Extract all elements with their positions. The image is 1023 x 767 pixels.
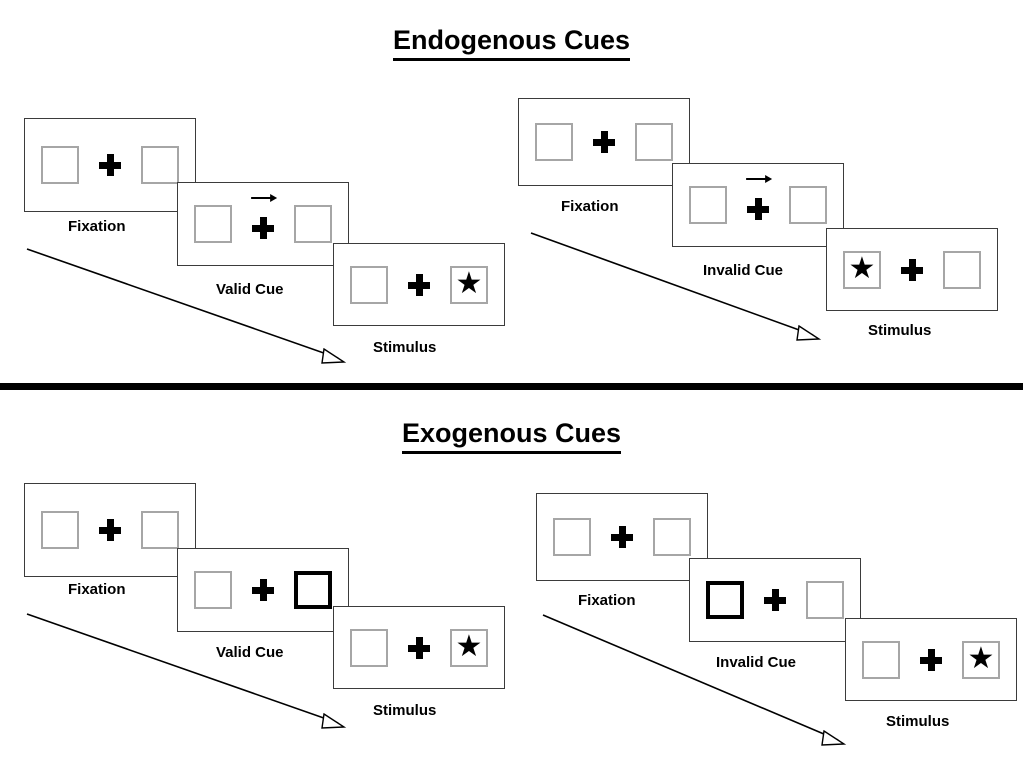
- section-title-exogenous: Exogenous Cues: [0, 418, 1023, 454]
- caption-endogenous-valid-cue: Valid Cue: [216, 281, 284, 298]
- plus-icon: [252, 579, 274, 601]
- plus-icon: [611, 526, 633, 548]
- left-box: [862, 640, 900, 679]
- frame-content: [535, 123, 673, 161]
- left-box: [194, 571, 232, 609]
- frame-exogenous-invalid-cue: [689, 558, 861, 642]
- plus-icon: [99, 154, 121, 176]
- time-arrow-icon-endogenous-invalid: [530, 232, 822, 341]
- right-box: ★: [450, 628, 488, 667]
- star-icon: ★: [455, 266, 483, 300]
- center-column: [250, 579, 276, 601]
- right-box: [141, 146, 179, 184]
- center-column: [899, 258, 925, 281]
- frame-content: [194, 571, 332, 609]
- center-column: [250, 194, 278, 239]
- right-box: [806, 581, 844, 619]
- left-box: [194, 205, 232, 243]
- left-box: [350, 628, 388, 667]
- frame-exogenous-invalid-fixation: [536, 493, 708, 581]
- right-box: [653, 518, 691, 556]
- caption-exogenous-invalid-fixation: Fixation: [578, 592, 636, 609]
- frame-content: ★: [862, 640, 1000, 679]
- left-box-cued: [706, 581, 744, 619]
- frame-endogenous-invalid-fixation: [518, 98, 690, 186]
- center-column: [762, 589, 788, 611]
- right-box: [294, 205, 332, 243]
- frame-content: [553, 518, 691, 556]
- caption-endogenous-invalid-cue: Invalid Cue: [703, 262, 784, 279]
- frame-exogenous-invalid-stimulus: ★: [845, 618, 1017, 701]
- caption-exogenous-invalid-cue: Invalid Cue: [716, 654, 797, 671]
- frame-content: ★: [350, 265, 488, 304]
- caption-exogenous-invalid-stimulus: Stimulus: [886, 713, 950, 730]
- plus-icon: [764, 589, 786, 611]
- left-box: [535, 123, 573, 161]
- plus-icon: [901, 258, 923, 281]
- plus-icon: [593, 131, 615, 153]
- frame-exogenous-valid-fixation: [24, 483, 196, 577]
- left-box: [689, 186, 727, 224]
- plus-icon: [408, 273, 430, 296]
- right-box: [141, 511, 179, 549]
- right-box-cued: [294, 571, 332, 609]
- plus-icon: [252, 217, 274, 239]
- frame-endogenous-valid-fixation: [24, 118, 196, 212]
- frame-endogenous-valid-cue: [177, 182, 349, 266]
- center-column: [918, 648, 944, 671]
- frame-endogenous-invalid-stimulus: ★: [826, 228, 998, 311]
- right-box: ★: [962, 640, 1000, 679]
- right-box: [789, 186, 827, 224]
- star-icon: ★: [967, 641, 995, 675]
- caption-endogenous-invalid-fixation: Fixation: [561, 198, 619, 215]
- frame-content: ★: [350, 628, 488, 667]
- caption-endogenous-valid-fixation: Fixation: [68, 218, 126, 235]
- right-box: [943, 250, 981, 289]
- right-box: [635, 123, 673, 161]
- frame-content: [41, 511, 179, 549]
- section-divider: [0, 383, 1023, 390]
- frame-content: [689, 175, 827, 224]
- frame-endogenous-invalid-cue: [672, 163, 844, 247]
- caption-exogenous-valid-stimulus: Stimulus: [373, 702, 437, 719]
- left-box: [553, 518, 591, 556]
- section-title-endogenous: Endogenous Cues: [0, 25, 1023, 61]
- left-box: [41, 511, 79, 549]
- frame-endogenous-valid-stimulus: ★: [333, 243, 505, 326]
- caption-endogenous-valid-stimulus: Stimulus: [373, 339, 437, 356]
- star-icon: ★: [848, 251, 876, 285]
- plus-icon: [408, 636, 430, 659]
- center-column: [406, 636, 432, 659]
- plus-icon: [747, 198, 769, 220]
- arrow-right-icon: [746, 175, 773, 183]
- left-box: [41, 146, 79, 184]
- frame-content: [41, 146, 179, 184]
- center-column: [591, 131, 617, 153]
- center-column: [97, 519, 123, 541]
- section-title-exogenous-text: Exogenous Cues: [401, 418, 622, 454]
- left-box: [350, 265, 388, 304]
- left-box: ★: [843, 250, 881, 289]
- star-icon: ★: [455, 629, 483, 663]
- plus-icon: [99, 519, 121, 541]
- center-column: [745, 175, 773, 220]
- frame-content: [706, 581, 844, 619]
- frame-exogenous-valid-stimulus: ★: [333, 606, 505, 689]
- arrow-right-icon: [251, 194, 278, 202]
- section-title-endogenous-text: Endogenous Cues: [392, 25, 630, 61]
- caption-endogenous-invalid-stimulus: Stimulus: [868, 322, 932, 339]
- frame-exogenous-valid-cue: [177, 548, 349, 632]
- frame-content: [194, 194, 332, 243]
- center-column: [97, 154, 123, 176]
- caption-exogenous-valid-fixation: Fixation: [68, 581, 126, 598]
- caption-exogenous-valid-cue: Valid Cue: [216, 644, 284, 661]
- center-column: [406, 273, 432, 296]
- plus-icon: [920, 648, 942, 671]
- right-box: ★: [450, 265, 488, 304]
- frame-content: ★: [843, 250, 981, 289]
- center-column: [609, 526, 635, 548]
